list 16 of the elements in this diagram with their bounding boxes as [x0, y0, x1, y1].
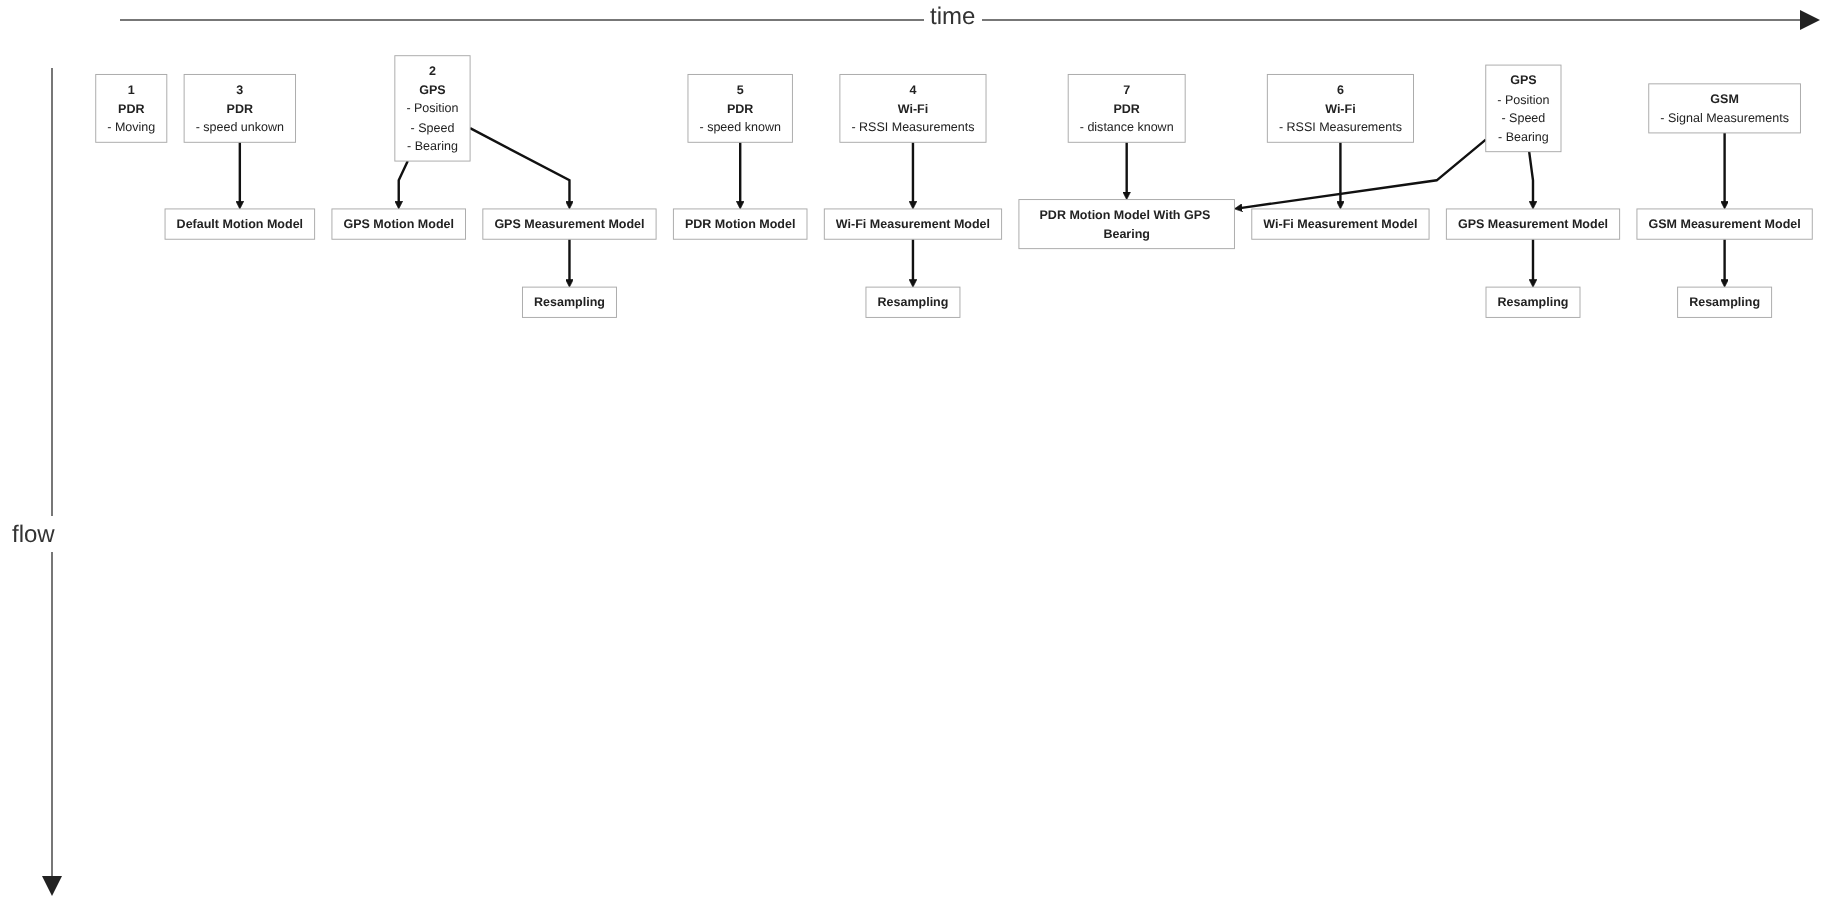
arrow	[235, 142, 245, 210]
arrow	[908, 239, 918, 288]
arrow	[469, 127, 574, 210]
arrow	[735, 142, 745, 210]
arrow	[1234, 138, 1487, 212]
arrow	[1527, 151, 1538, 210]
arrow	[1720, 132, 1729, 210]
arrow	[1122, 142, 1131, 200]
arrow	[1336, 142, 1345, 210]
arrow	[394, 160, 409, 210]
arrow	[1720, 239, 1729, 288]
arrow	[908, 142, 918, 210]
axis-label: time	[924, 2, 982, 30]
arrow	[1528, 239, 1538, 288]
arrow	[565, 239, 574, 288]
axis-label: flow	[12, 516, 55, 552]
